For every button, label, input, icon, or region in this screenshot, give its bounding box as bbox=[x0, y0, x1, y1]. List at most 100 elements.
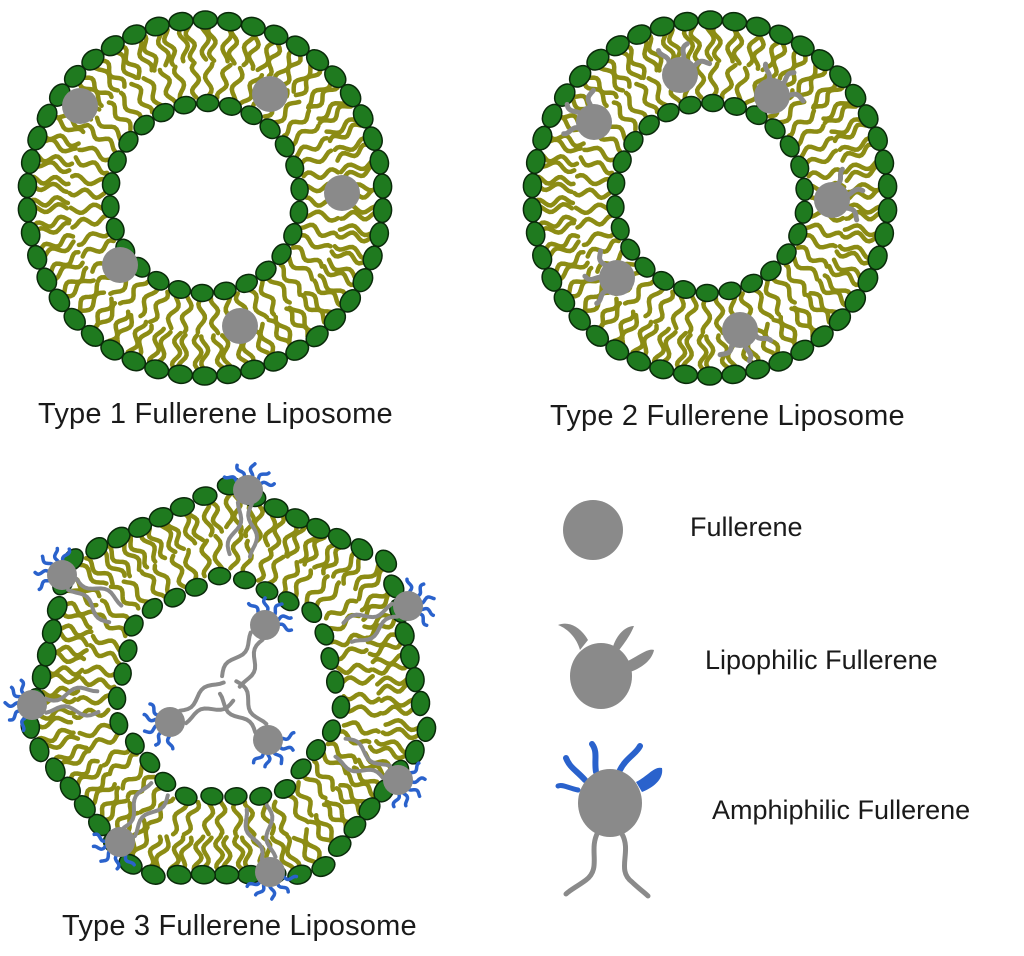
inner-lipid-head bbox=[213, 281, 237, 301]
hydrophilic-group bbox=[277, 614, 293, 622]
lipophilic-core bbox=[754, 78, 790, 114]
outer-lipid-tail bbox=[141, 34, 159, 73]
outer-lipid-head bbox=[350, 538, 374, 561]
outer-lipid-tail bbox=[307, 819, 335, 849]
outer-lipid-tail bbox=[252, 504, 266, 544]
hydrophilic-group bbox=[402, 791, 410, 808]
inner-lipid-head bbox=[141, 597, 164, 619]
outer-lipid-tail bbox=[646, 34, 664, 73]
inner-lipid-head bbox=[200, 787, 224, 806]
outer-lipid-tail bbox=[83, 555, 115, 587]
outer-lipid-tail bbox=[752, 326, 778, 360]
inner-lipid-head bbox=[109, 712, 129, 736]
inner-lipid-tail bbox=[88, 643, 122, 666]
outer-lipid-head bbox=[191, 366, 218, 386]
outer-lipid-tail bbox=[789, 306, 815, 339]
inner-lipid-head bbox=[118, 639, 138, 663]
hydrophilic-group bbox=[279, 745, 295, 752]
inner-lipid-head bbox=[718, 281, 742, 301]
outer-lipid-head bbox=[867, 245, 888, 271]
outer-lipid-tail bbox=[810, 85, 845, 110]
hydrophilic-group bbox=[563, 755, 588, 783]
inner-lipid-head bbox=[101, 172, 121, 196]
hydrophilic-group bbox=[589, 741, 599, 775]
inner-lipid-head bbox=[123, 614, 144, 637]
hydrophilic-group bbox=[222, 475, 238, 483]
outer-lipid-tail bbox=[68, 758, 100, 783]
inner-lipid-tail bbox=[341, 691, 381, 705]
outer-lipid-tail bbox=[547, 133, 586, 149]
outer-lipid-tail bbox=[32, 214, 72, 229]
fullerene bbox=[62, 88, 98, 124]
inner-lipid-head bbox=[224, 787, 248, 806]
hydrophilic-group bbox=[9, 685, 22, 699]
inner-lipid-tail bbox=[106, 100, 133, 132]
outer-lipid-tail bbox=[832, 122, 869, 144]
inner-lipid-head bbox=[623, 130, 644, 153]
hydrophilic-group bbox=[52, 546, 60, 563]
hydrophilic-group bbox=[142, 712, 157, 723]
outer-lipid-head bbox=[697, 10, 724, 30]
outer-lipid-head bbox=[36, 641, 57, 667]
legend-amphiphilic-label: Amphiphilic Fullerene bbox=[712, 795, 971, 825]
hydrophilic-group bbox=[260, 480, 276, 488]
lipophilic-core bbox=[576, 104, 612, 140]
type2-liposome bbox=[522, 10, 898, 386]
inner-lipid-head bbox=[139, 751, 161, 774]
lipophilic-arm bbox=[626, 649, 654, 672]
hydrophobic-tail bbox=[133, 793, 170, 838]
outer-lipid-tail bbox=[269, 835, 296, 871]
inner-lipid-tail bbox=[281, 108, 312, 138]
outer-lipid-tail bbox=[55, 623, 94, 638]
hydrophilic-group bbox=[268, 885, 277, 901]
outer-lipid-head bbox=[410, 690, 431, 717]
type3-liposome bbox=[3, 462, 437, 901]
hydrophobic-tail bbox=[563, 829, 601, 897]
inner-lipid-head bbox=[184, 577, 208, 597]
outer-lipid-tail bbox=[317, 103, 354, 126]
inner-lipid-head bbox=[235, 273, 258, 294]
outer-lipid-head bbox=[522, 172, 543, 199]
hydrophilic-group bbox=[19, 678, 26, 695]
inner-lipid-tail bbox=[71, 707, 111, 720]
outer-lipid-head bbox=[372, 197, 393, 224]
inner-lipid-tail bbox=[73, 155, 110, 176]
lipophilic-fullerene bbox=[656, 41, 713, 93]
amphiphilic-fullerene bbox=[243, 803, 299, 901]
hydrophobic-tail bbox=[243, 807, 265, 862]
inner-lipid-tail bbox=[147, 289, 171, 325]
inner-lipid-head bbox=[701, 93, 725, 113]
hydrophilic-group bbox=[617, 743, 643, 773]
inner-lipid-tail bbox=[189, 60, 202, 100]
outer-lipid-head bbox=[240, 16, 266, 37]
outer-lipid-tail bbox=[213, 834, 226, 872]
inner-lipid-head bbox=[320, 647, 340, 671]
hydrophilic-group bbox=[263, 753, 272, 769]
outer-lipid-head bbox=[532, 125, 553, 151]
outer-lipid-tail bbox=[361, 591, 391, 623]
inner-lipid-head bbox=[657, 102, 680, 123]
hydrophilic-group bbox=[405, 577, 414, 593]
inner-lipid-tail bbox=[763, 279, 782, 317]
fullerene bbox=[222, 308, 258, 344]
outer-lipid-tail bbox=[146, 326, 166, 364]
hydrophilic-group bbox=[154, 731, 162, 747]
inner-lipid-tail bbox=[95, 612, 128, 639]
outer-lipid-head bbox=[31, 664, 52, 690]
outer-lipid-tail bbox=[184, 507, 206, 543]
hydrophobic-tail bbox=[43, 685, 100, 703]
outer-lipid-tail bbox=[205, 23, 218, 63]
inner-lipid-tail bbox=[87, 124, 118, 154]
amphiphilic-fullerene bbox=[33, 546, 124, 625]
inner-lipid-tail bbox=[228, 532, 244, 571]
outer-lipid-head bbox=[673, 11, 699, 32]
amphiphilic-core bbox=[17, 690, 47, 720]
inner-lipid-tail bbox=[294, 135, 330, 159]
outer-lipid-tail bbox=[48, 249, 81, 276]
outer-lipid-tail bbox=[321, 263, 357, 288]
outer-lipid-tail bbox=[165, 517, 187, 552]
inner-lipid-head bbox=[173, 95, 197, 115]
inner-lipid-tail bbox=[652, 289, 676, 325]
amphiphilic-core bbox=[105, 827, 135, 857]
outer-lipid-tail bbox=[99, 58, 127, 89]
